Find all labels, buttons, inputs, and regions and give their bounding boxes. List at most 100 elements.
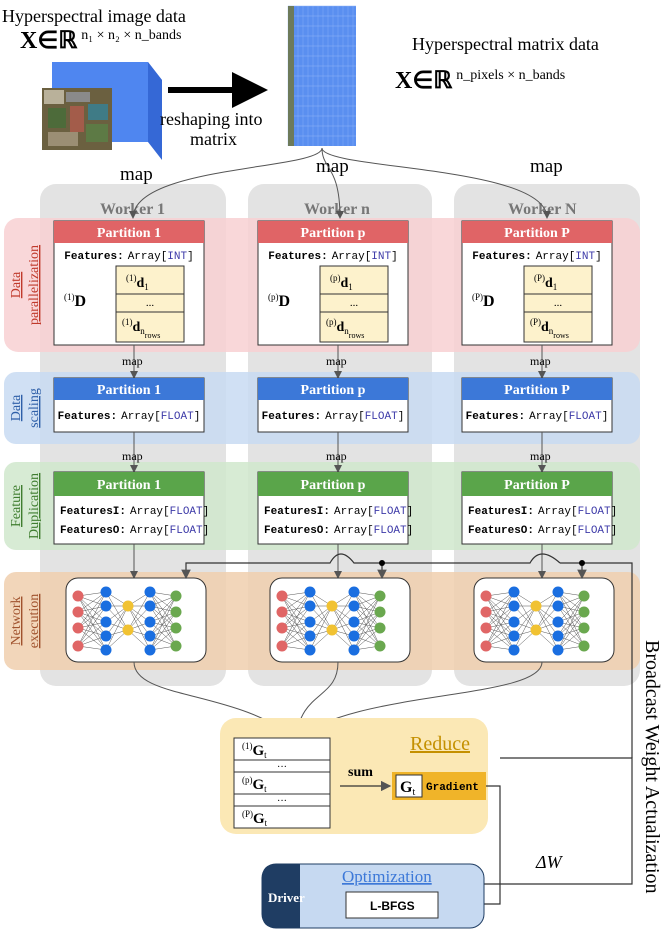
neuron [144, 630, 156, 642]
features-type: Array[ [536, 251, 576, 263]
neuron [374, 640, 386, 652]
input-formula-prefix: X∈ℝ [20, 28, 78, 54]
network-connection [105, 605, 129, 651]
reshape-label-2: matrix [190, 129, 237, 149]
features-inner-type: FLOAT [365, 411, 398, 423]
network-connection [149, 605, 177, 647]
neuron [348, 586, 360, 598]
map-label: map [122, 449, 143, 463]
partition-header-blue [462, 378, 612, 400]
neuron [72, 622, 84, 634]
neuron [276, 622, 288, 634]
network-connection [149, 591, 177, 629]
network-connection [353, 595, 381, 651]
network-connection [149, 595, 177, 651]
matrix-D-letter: D [75, 293, 87, 310]
features-type: Array[ [529, 411, 569, 423]
partition-title: Partition p [301, 478, 366, 493]
lbfgs-box [345, 891, 439, 919]
network-connection [485, 621, 515, 647]
row-cell-last [523, 311, 593, 343]
network-connection [353, 595, 381, 623]
neuron [374, 606, 386, 618]
map-label: map [530, 354, 551, 368]
features-dup-line: FeaturesI:Array[FLOAT] [60, 506, 209, 518]
network-connection [309, 605, 333, 651]
reduce-dots: ··· [277, 762, 287, 773]
network-connection [557, 611, 585, 651]
network-connection [77, 605, 107, 629]
worker-label-N: Worker N [508, 201, 577, 218]
neuron [480, 640, 492, 652]
network-connection [353, 621, 381, 647]
features-close: ] [602, 411, 609, 423]
partition-header-red [462, 221, 612, 243]
network-connection [149, 595, 177, 623]
neuron [144, 600, 156, 612]
network-connection [557, 591, 585, 647]
features-float-line: Features:Array[FLOAT] [262, 411, 405, 423]
features-inner-type: FLOAT [569, 411, 602, 423]
partition-header-green [462, 472, 612, 496]
partition-title: Partition P [504, 383, 570, 398]
row-first-sub: 1 [553, 282, 558, 292]
neuron [170, 606, 182, 618]
reduce-G-label: (P)Gt [242, 809, 268, 828]
features-inner-type: FLOAT [578, 506, 611, 518]
network-connection [485, 627, 515, 651]
network-connection [77, 627, 107, 651]
row-last-sup: (P) [530, 317, 541, 327]
row-ellipsis: ... [350, 297, 359, 309]
neuron [508, 586, 520, 598]
stage-label-data-parallelization-2: parallelization [27, 245, 42, 325]
features-close: ] [203, 525, 210, 537]
partition-title: Partition 1 [97, 226, 161, 241]
network-connection [149, 627, 177, 651]
stage-label-data-parallelization-1: Data [9, 271, 24, 298]
row-last-sup: (p) [326, 317, 337, 327]
network-connection [281, 591, 311, 647]
neuron [100, 630, 112, 642]
neuron [276, 590, 288, 602]
network-connection [485, 591, 515, 629]
matrix-D-sup: (1) [64, 292, 75, 302]
hyperspectral-cube-icon [42, 62, 162, 160]
sum-label: sum [348, 765, 373, 780]
neuron [170, 590, 182, 602]
neuron [304, 600, 316, 612]
network-connection [513, 605, 537, 651]
network-connection [535, 605, 559, 651]
features-label: Features: [64, 251, 123, 263]
worker-1-content: Partition 1Features:Array[INT](1)D(1)d1.… [53, 220, 297, 741]
stage-label-feature-duplication-2: Duplication [27, 473, 42, 539]
gradient-G: Gt [400, 779, 415, 798]
neuron [326, 600, 338, 612]
row-first-d: d [545, 276, 553, 291]
reduce-G-sub: t [265, 818, 268, 828]
row-first-label: (p)d1 [330, 273, 353, 292]
features-close: ] [203, 506, 210, 518]
gradient-G-letter: G [400, 779, 413, 796]
driver-panel: Driver Optimization L-BFGS [261, 863, 485, 929]
network-connection [127, 591, 151, 631]
neuron [578, 590, 590, 602]
features-type: Array[ [332, 251, 372, 263]
reduce-G-letter: G [253, 743, 265, 759]
features-int-line: Features:Array[INT] [268, 251, 397, 263]
network-connection [77, 595, 107, 637]
reduce-G-sup: (P) [242, 809, 253, 819]
network-connection [281, 595, 311, 651]
network-connection [281, 595, 311, 637]
features-close: ] [187, 251, 194, 263]
neuron [100, 616, 112, 628]
neuron [276, 640, 288, 652]
matrix-section: Hyperspectral matrix data X∈ℝ n_pixels ×… [287, 5, 599, 146]
features-dup-line: FeaturesO:Array[FLOAT] [264, 525, 413, 537]
partition-header-green [258, 472, 408, 496]
network-connection [353, 605, 381, 647]
worker-label-n: Worker n [304, 201, 370, 218]
network-connection [281, 605, 311, 629]
neuron [170, 622, 182, 634]
features-inner-type: INT [167, 251, 187, 263]
driver-label: Driver [268, 890, 305, 905]
